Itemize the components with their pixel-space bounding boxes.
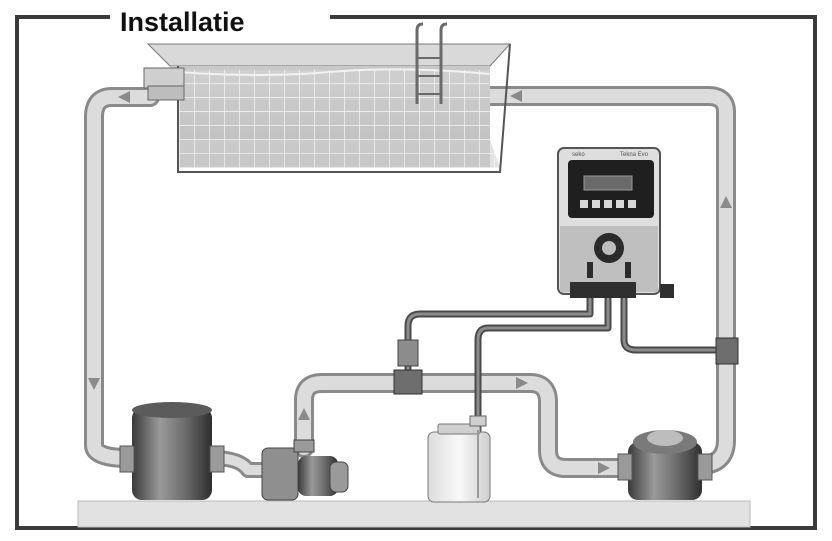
injection-valve: [393, 339, 423, 395]
dosing-controller: seko Tekna Evo: [557, 147, 674, 298]
arrow-right-icon: [516, 377, 528, 389]
probe-holder: [715, 337, 739, 365]
arrow-down-icon: [88, 378, 100, 390]
controller-model-label: Tekna Evo: [620, 152, 649, 158]
chemical-canister: [427, 415, 491, 503]
controller-brand-label: seko: [572, 152, 585, 158]
arrow-right-icon: [598, 462, 610, 474]
swimming-pool: [143, 22, 512, 173]
sand-filter-tank: [119, 402, 225, 500]
dosing-lines: [404, 294, 726, 434]
controller-display: [583, 175, 633, 191]
heat-exchanger: [617, 430, 713, 500]
pool-ladder: [415, 22, 448, 104]
controller-buttons: [580, 200, 636, 208]
arrow-up-icon: [298, 408, 310, 420]
base-plate: [77, 500, 751, 528]
arrow-up-icon: [720, 196, 732, 208]
peristaltic-pump-head: [587, 233, 631, 278]
outer-frame: [15, 15, 817, 530]
arrow-left-icon: [510, 90, 522, 102]
arrow-left-icon: [118, 91, 130, 103]
circulation-pump: [261, 439, 349, 501]
page-title: Installatie: [110, 4, 255, 40]
flow-arrows: [88, 90, 732, 474]
